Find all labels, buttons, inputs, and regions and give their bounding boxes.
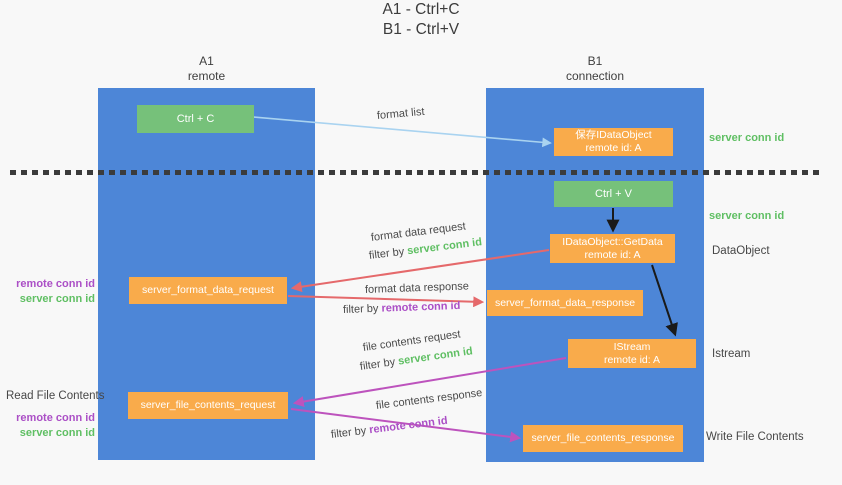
node-getdata-line2: remote id: A: [584, 248, 641, 261]
label-format-list: format list: [376, 105, 426, 122]
node-save-idataobject: 保存IDataObject remote id: A: [554, 128, 673, 156]
filter-by-text: filter by: [342, 302, 379, 316]
left-conn-ids-lower: remote conn id server conn id: [0, 411, 95, 441]
node-server-format-data-response: server_format_data_response: [487, 290, 643, 316]
node-ctrl-v: Ctrl + V: [554, 181, 673, 207]
column-header-a1: A1 remote: [98, 54, 315, 84]
column-b1-subtitle: connection: [565, 69, 625, 83]
filter-by-text: filter by: [330, 424, 367, 441]
node-istream-line2: remote id: A: [603, 353, 661, 366]
label-file-contents-response: file contents response: [375, 387, 483, 412]
column-header-b1: B1 connection: [486, 54, 704, 84]
remote-conn-id-text: remote conn id: [368, 414, 449, 437]
node-idataobject-getdata: IDataObject::GetData remote id: A: [550, 234, 675, 263]
right-server-conn-id-2: server conn id: [709, 210, 785, 222]
server-conn-id-text: server conn id: [397, 345, 474, 368]
label-format-data-response: format data response: [364, 280, 470, 296]
diagram-title: A1 - Ctrl+C B1 - Ctrl+V: [382, 1, 460, 38]
remote-conn-id-text: remote conn id: [381, 299, 461, 315]
node-save-idataobject-line1: 保存IDataObject: [575, 129, 652, 141]
left-server-conn-id-1: server conn id: [19, 293, 95, 305]
node-server-file-contents-response: server_file_contents_response: [523, 425, 683, 452]
filter-by-text: filter by: [359, 356, 396, 373]
left-conn-ids-upper: remote conn id server conn id: [0, 277, 95, 307]
label-filter-by-remote-conn-id-1: filter by remote conn id: [343, 300, 461, 316]
node-istream: IStream remote id: A: [568, 339, 696, 368]
left-server-conn-id-2: server conn id: [19, 427, 95, 439]
node-server-file-contents-request: server_file_contents_request: [128, 392, 288, 419]
right-label-write-file-contents: Write File Contents: [706, 431, 804, 443]
node-ctrl-c: Ctrl + C: [137, 105, 254, 133]
left-label-read-file-contents: Read File Contents: [6, 390, 105, 402]
node-save-idataobject-line2: remote id: A: [585, 142, 642, 154]
filter-by-text: filter by: [368, 245, 405, 262]
column-a1-subtitle: remote: [187, 69, 226, 83]
node-getdata-line1: IDataObject::GetData: [562, 235, 663, 248]
node-server-format-data-request: server_format_data_request: [129, 277, 287, 304]
right-server-conn-id-1: server conn id: [709, 132, 785, 144]
right-label-istream: Istream: [712, 348, 751, 360]
column-b1-name: B1: [587, 54, 603, 68]
label-filter-by-remote-conn-id-2: filter by remote conn id: [330, 415, 448, 441]
left-remote-conn-id-2: remote conn id: [16, 412, 95, 424]
node-istream-line1: IStream: [613, 340, 651, 353]
server-conn-id-text: server conn id: [406, 236, 483, 258]
right-label-dataobject: DataObject: [712, 245, 770, 257]
column-a1-name: A1: [199, 54, 214, 68]
left-remote-conn-id-1: remote conn id: [16, 278, 95, 290]
dotted-separator-line: [10, 170, 822, 175]
